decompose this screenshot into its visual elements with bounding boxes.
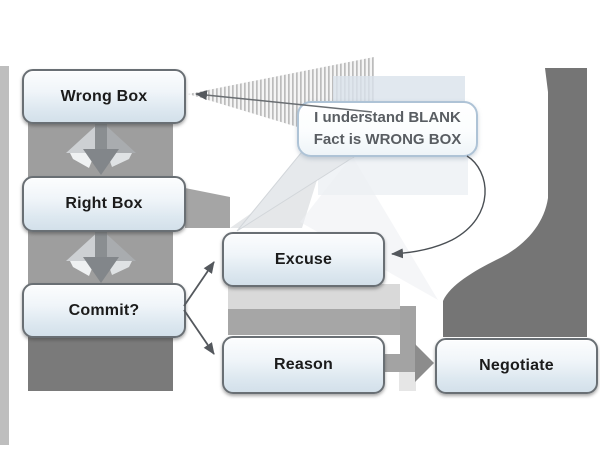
left-edge-artifact-strip xyxy=(0,66,9,445)
node-right-box-label: Right Box xyxy=(65,195,143,212)
mid-gray-band xyxy=(228,309,400,335)
callout-tail xyxy=(236,152,362,232)
dark-block xyxy=(28,333,173,391)
light-band xyxy=(228,284,400,309)
connector-band-2 xyxy=(28,227,173,284)
node-reason-label: Reason xyxy=(274,356,333,373)
connector-tail-artifact xyxy=(399,371,416,391)
excuse-down-connector xyxy=(400,306,416,362)
commit-to-reason-arrow xyxy=(183,309,215,355)
node-wrong-box-label: Wrong Box xyxy=(60,87,148,105)
speech-bubble: I understand BLANK Fact is WRONG BOX xyxy=(297,101,478,157)
gray-parallelogram-artifact xyxy=(185,188,230,228)
node-commit: Commit? xyxy=(22,283,186,338)
commit-to-excuse-arrow xyxy=(183,261,215,307)
speech-bubble-line2: Fact is WRONG BOX xyxy=(313,131,462,148)
callout-halo-top xyxy=(333,76,465,102)
node-wrong-box: Wrong Box xyxy=(22,69,186,124)
node-excuse: Excuse xyxy=(222,232,385,287)
callout-halo-bottom xyxy=(318,153,468,195)
speech-bubble-line1: I understand BLANK xyxy=(314,109,461,127)
node-negotiate: Negotiate xyxy=(435,338,598,394)
node-right-box: Right Box xyxy=(22,176,186,232)
node-negotiate-label: Negotiate xyxy=(479,357,554,374)
node-commit-label: Commit? xyxy=(68,301,140,319)
connector-band-1 xyxy=(28,119,173,177)
bubble-to-excuse-curved-arrow xyxy=(391,155,486,259)
up-down-arrow-1 xyxy=(66,121,136,175)
node-reason: Reason xyxy=(222,336,385,394)
light-wedge-artifact xyxy=(230,164,322,228)
node-excuse-label: Excuse xyxy=(274,250,333,268)
up-down-arrow-2 xyxy=(66,229,136,283)
reason-to-negotiate-arrow xyxy=(382,344,434,382)
